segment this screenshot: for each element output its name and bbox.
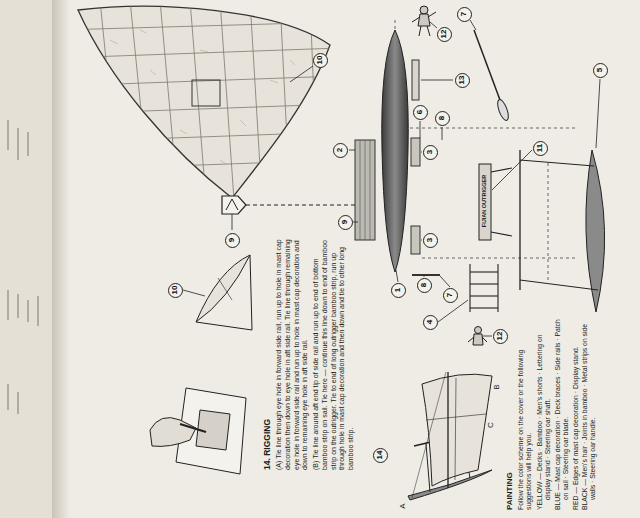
painting-instruction: BLACK — Men's hair · Joints in bamboo · … xyxy=(581,315,598,510)
page-fold xyxy=(52,0,70,518)
callout-circle: 9 xyxy=(225,233,240,248)
callout-number: 7 xyxy=(460,12,468,16)
deck-brace xyxy=(411,226,420,254)
hull xyxy=(382,30,408,272)
part-label: C xyxy=(486,420,496,430)
rigging-instruction: 14. RIGGING xyxy=(262,235,273,470)
facing-page-text-traces xyxy=(8,120,38,414)
callout-number: 6 xyxy=(416,110,424,114)
rigging-instruction: (A) Tie line through eye hole in forward… xyxy=(275,235,310,470)
callout-number: 5 xyxy=(596,68,604,72)
callout-circle: 12 xyxy=(437,27,452,42)
callout-number: 10 xyxy=(171,286,179,295)
sail xyxy=(60,0,340,200)
callout-circle: 8 xyxy=(435,111,450,126)
steering-oar xyxy=(474,30,511,122)
crew-figure xyxy=(412,6,436,36)
callout-number: 10 xyxy=(316,56,324,65)
part-label: FIJIAN OUTRIGGER xyxy=(481,166,488,236)
deck xyxy=(355,140,375,240)
part-label: B xyxy=(492,382,502,392)
mast-line xyxy=(246,204,355,205)
callout-circle: 13 xyxy=(455,73,470,88)
deck-brace xyxy=(411,138,420,166)
callout-circle: 3 xyxy=(423,145,438,160)
painting-instruction: PAINTING xyxy=(505,325,515,510)
callout-number: 13 xyxy=(458,76,466,85)
side-rail xyxy=(412,60,419,100)
side-rail xyxy=(412,274,440,276)
leader-line xyxy=(232,214,233,230)
callout-number: 9 xyxy=(341,220,349,224)
callout-circle: 9 xyxy=(338,215,353,230)
callout-circle: 6 xyxy=(413,105,428,120)
callout-number: 8 xyxy=(420,283,428,287)
callout-circle: 11 xyxy=(533,141,548,156)
painting-instruction: Follow the color scheme on the cover or … xyxy=(517,325,534,510)
callout-number: 3 xyxy=(426,150,434,154)
callout-number: 8 xyxy=(438,116,446,120)
callout-circle: 1 xyxy=(391,283,406,298)
callout-number: 14 xyxy=(376,451,384,460)
callout-number: 12 xyxy=(440,30,448,39)
assembled-boat-sketch xyxy=(408,372,492,500)
callout-number: 2 xyxy=(336,148,344,152)
callout-circle: 7 xyxy=(443,288,458,303)
leader-line xyxy=(183,20,600,336)
callout-circle: 7 xyxy=(457,7,472,22)
facing-page xyxy=(0,0,58,518)
assembly-line xyxy=(395,20,575,258)
callout-circle: 4 xyxy=(423,315,438,330)
rigging-instruction: (B) Tie line around aft end tip of side … xyxy=(312,235,356,470)
callout-number: 4 xyxy=(426,320,434,324)
callout-number: 9 xyxy=(228,238,236,242)
painting-instruction: RED — Edges of mast cap decoration · Dis… xyxy=(572,315,580,510)
callout-number: 7 xyxy=(446,293,454,297)
sail-detail xyxy=(196,255,252,330)
outrigger-ladder xyxy=(470,264,498,312)
callout-circle: 10 xyxy=(313,53,328,68)
mast-cap-decoration xyxy=(222,196,246,214)
callout-circle: 10 xyxy=(168,283,183,298)
callout-circle: 3 xyxy=(423,233,438,248)
hand-painting-sketch xyxy=(150,388,246,474)
callout-circle: 8 xyxy=(417,278,432,293)
callout-number: 3 xyxy=(426,238,434,242)
callout-number: 11 xyxy=(536,144,544,152)
outrigger-float xyxy=(520,150,605,312)
painting-instruction: BLUE — Mast cap decoration · Deck braces… xyxy=(554,315,571,510)
callout-number: 1 xyxy=(394,288,402,292)
painting-instruction: YELLOW — Decks · Bamboo · Men's shorts ·… xyxy=(536,315,553,510)
callout-number: 12 xyxy=(496,332,504,341)
callout-circle: 14 xyxy=(373,448,388,463)
callout-circle: 5 xyxy=(593,63,608,78)
callout-circle: 12 xyxy=(493,329,508,344)
callout-circle: 2 xyxy=(333,143,348,158)
part-label: A xyxy=(398,501,408,511)
